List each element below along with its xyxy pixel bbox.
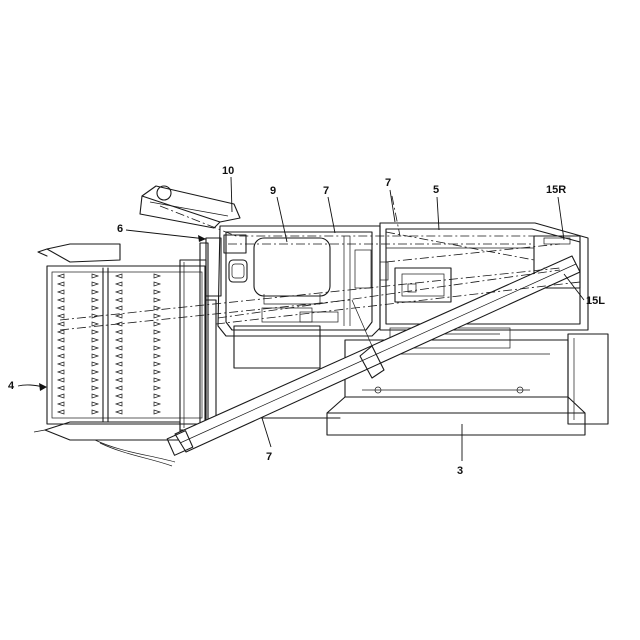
reel-tooth [92,346,98,350]
reel-tooth [154,346,160,350]
reel-tooth [154,370,160,374]
label-5: 5 [433,184,439,196]
reel-tooth [116,402,122,406]
unloader-arm [140,186,240,228]
reel-tooth [58,298,64,302]
reel-tooth [92,330,98,334]
label-15L: 15L [586,295,605,307]
reel-tooth [58,394,64,398]
reel-tooth [92,306,98,310]
reel-tooth [58,290,64,294]
label-4: 4 [8,380,15,392]
reel-tooth [92,402,98,406]
reel-tooth [116,354,122,358]
label-7-top-left: 7 [323,185,329,197]
reel-tooth [154,378,160,382]
reel-tooth [92,338,98,342]
reel-tooth [92,282,98,286]
label-3: 3 [457,465,463,477]
reel-tooth [116,274,122,278]
reel-tooth [58,322,64,326]
reel-tooth [116,362,122,366]
reel-tooth [58,338,64,342]
reel-tooth [154,410,160,414]
reel-tooth [58,346,64,350]
reel-tooth [92,370,98,374]
reel-tooth [58,378,64,382]
reel-tooth [116,346,122,350]
operator-cabin [218,226,380,336]
reel-tooth [154,306,160,310]
reel-tooth [154,386,160,390]
reel-tooth [154,322,160,326]
reel-tooth [116,298,122,302]
label-6: 6 [117,223,123,235]
label-10: 10 [222,165,234,177]
reel-tooth [116,338,122,342]
reel-tooth [154,274,160,278]
reel-tooth [154,330,160,334]
discharge-auger [167,256,580,455]
reel-tooth [92,410,98,414]
reel-tooth [58,370,64,374]
reel-tooth [154,338,160,342]
reel-tooth [92,378,98,382]
reel-tooth [154,394,160,398]
reel-tooth [58,330,64,334]
label-7-top-right: 7 [385,177,391,189]
reel-tooth [154,298,160,302]
reel-tooth [154,290,160,294]
reel-tooth [58,354,64,358]
reel-tooth [116,330,122,334]
reel-tooth [58,314,64,318]
reel-teeth-right [116,274,160,414]
reel-tooth [58,282,64,286]
reel-tooth [58,410,64,414]
reel-tooth [116,370,122,374]
label-15R: 15R [546,184,566,196]
label-7-bottom: 7 [266,451,272,463]
reel-tooth [116,394,122,398]
reel-tooth [154,314,160,318]
reel-tooth [116,314,122,318]
label-9: 9 [270,185,276,197]
reel-tooth [116,282,122,286]
reel-tooth [92,354,98,358]
reel-tooth [116,386,122,390]
reel-tooth [92,394,98,398]
reel-teeth-left [58,274,98,414]
reel-tooth [92,298,98,302]
reel-tooth [154,354,160,358]
reel-tooth [92,362,98,366]
reel-tooth [154,362,160,366]
chain-dashed-paths [60,196,580,330]
reel-tooth [58,362,64,366]
reel-tooth [92,290,98,294]
reel-tooth [58,386,64,390]
reel-tooth [92,274,98,278]
reference-labels: 10 9 7 7 5 15R 15L 6 4 7 3 [8,165,605,477]
reel-tooth [58,402,64,406]
reel-tooth [58,274,64,278]
reel-tooth [116,306,122,310]
reel-tooth [116,378,122,382]
reel-tooth [116,290,122,294]
reel-tooth [154,282,160,286]
reel-tooth [116,410,122,414]
reel-tooth [154,402,160,406]
reel-tooth [92,322,98,326]
reel-tooth [92,386,98,390]
reel-tooth [58,306,64,310]
